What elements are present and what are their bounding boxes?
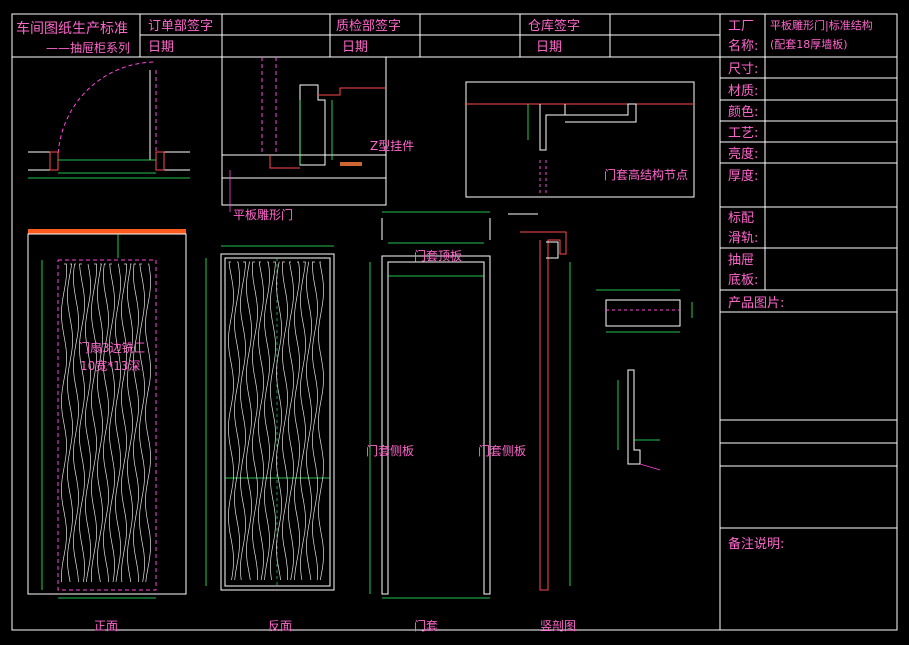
wave-line xyxy=(97,263,103,583)
wave-line xyxy=(282,261,288,581)
warehouse-sign-label: 仓库签字 xyxy=(528,18,580,34)
frame-top-annotation: 门套顶板 xyxy=(414,248,462,263)
header-title-line2: ——抽屉柜系列 xyxy=(46,41,130,55)
wave-line xyxy=(73,263,79,583)
header-title-line1: 车间图纸生产标准 xyxy=(16,20,128,37)
wave-line xyxy=(67,263,73,583)
wave-line xyxy=(145,263,151,583)
wave-line xyxy=(258,261,264,581)
view-title-back: 反面 xyxy=(268,619,292,633)
wave-line xyxy=(240,261,246,581)
back-view xyxy=(205,245,335,591)
wave-line xyxy=(294,261,300,581)
front-view xyxy=(27,229,187,599)
view-title-section: 竖剖图 xyxy=(540,619,576,633)
wave-line xyxy=(276,261,282,581)
wave-line xyxy=(264,261,270,581)
wave-line xyxy=(312,261,318,581)
front-wave-pattern xyxy=(61,263,151,583)
field-material-label: 材质: xyxy=(728,84,758,99)
drawer-label-2: 底板: xyxy=(728,272,758,288)
qc-sign-label: 质检部签字 xyxy=(336,18,401,34)
sheet-border xyxy=(11,13,898,631)
wave-line xyxy=(91,263,97,583)
wave-line xyxy=(79,263,85,583)
door-edge-annotation-1: 门扇3边铣匚 xyxy=(78,340,146,355)
name-value-line1: 平板雕形门|标准结构 xyxy=(770,18,873,32)
order-date-label: 日期 xyxy=(148,40,174,55)
field-thickness-label: 厚度: xyxy=(728,168,758,184)
wave-line xyxy=(103,263,109,583)
wave-line xyxy=(127,263,133,583)
z-hanger-annotation: Z型挂件 xyxy=(370,139,414,153)
name-value-line2: (配套18厚墙板) xyxy=(770,37,848,51)
door-edge-annotation-2: 10宽*13深 xyxy=(80,358,141,373)
field-gloss-label: 亮度: xyxy=(728,146,758,162)
name-label: 名称: xyxy=(728,38,758,54)
factory-label: 工厂 xyxy=(728,19,754,34)
wave-line xyxy=(121,263,127,583)
wave-line xyxy=(228,261,234,581)
hanger-detail xyxy=(221,56,387,206)
warehouse-date-label: 日期 xyxy=(536,40,562,55)
order-sign-label: 订单部签字 xyxy=(148,18,213,34)
wave-line xyxy=(306,261,312,581)
wave-line xyxy=(139,263,145,583)
rail-label-1: 标配 xyxy=(728,211,754,226)
qc-date-label: 日期 xyxy=(342,40,368,55)
field-size-label: 尺寸: xyxy=(728,62,758,77)
wave-line xyxy=(288,261,294,581)
flat-door-annotation: 平板雕形门 xyxy=(233,207,293,222)
frame-view xyxy=(369,211,491,599)
top-node-annotation: 门套高结构节点 xyxy=(604,167,688,182)
wave-line xyxy=(109,263,115,583)
wave-line xyxy=(115,263,121,583)
field-craft-label: 工艺: xyxy=(728,126,758,141)
wave-line xyxy=(234,261,240,581)
frame-side-right-annotation: 门套侧板 xyxy=(478,443,526,458)
product-image-label: 产品图片: xyxy=(728,296,784,311)
view-title-frame: 门套 xyxy=(414,618,438,633)
door-swing-plan xyxy=(28,61,190,179)
frame-side-left-annotation: 门套侧板 xyxy=(366,443,414,458)
drawer-label-1: 抽屉 xyxy=(728,253,754,268)
wave-line xyxy=(133,263,139,583)
wave-line xyxy=(61,263,67,583)
wave-line xyxy=(85,263,91,583)
rail-label-2: 滑轨: xyxy=(728,231,758,246)
top-node-detail xyxy=(465,81,695,198)
field-color-label: 颜色: xyxy=(728,104,758,120)
wave-line xyxy=(246,261,252,581)
wave-line xyxy=(270,261,276,581)
back-wave-pattern xyxy=(228,261,324,581)
remarks-label: 备注说明: xyxy=(728,536,784,552)
section-view xyxy=(508,213,571,591)
side-details xyxy=(596,289,693,471)
wave-line xyxy=(300,261,306,581)
wave-line xyxy=(252,261,258,581)
wave-line xyxy=(318,261,324,581)
view-title-front: 正面 xyxy=(94,619,118,633)
